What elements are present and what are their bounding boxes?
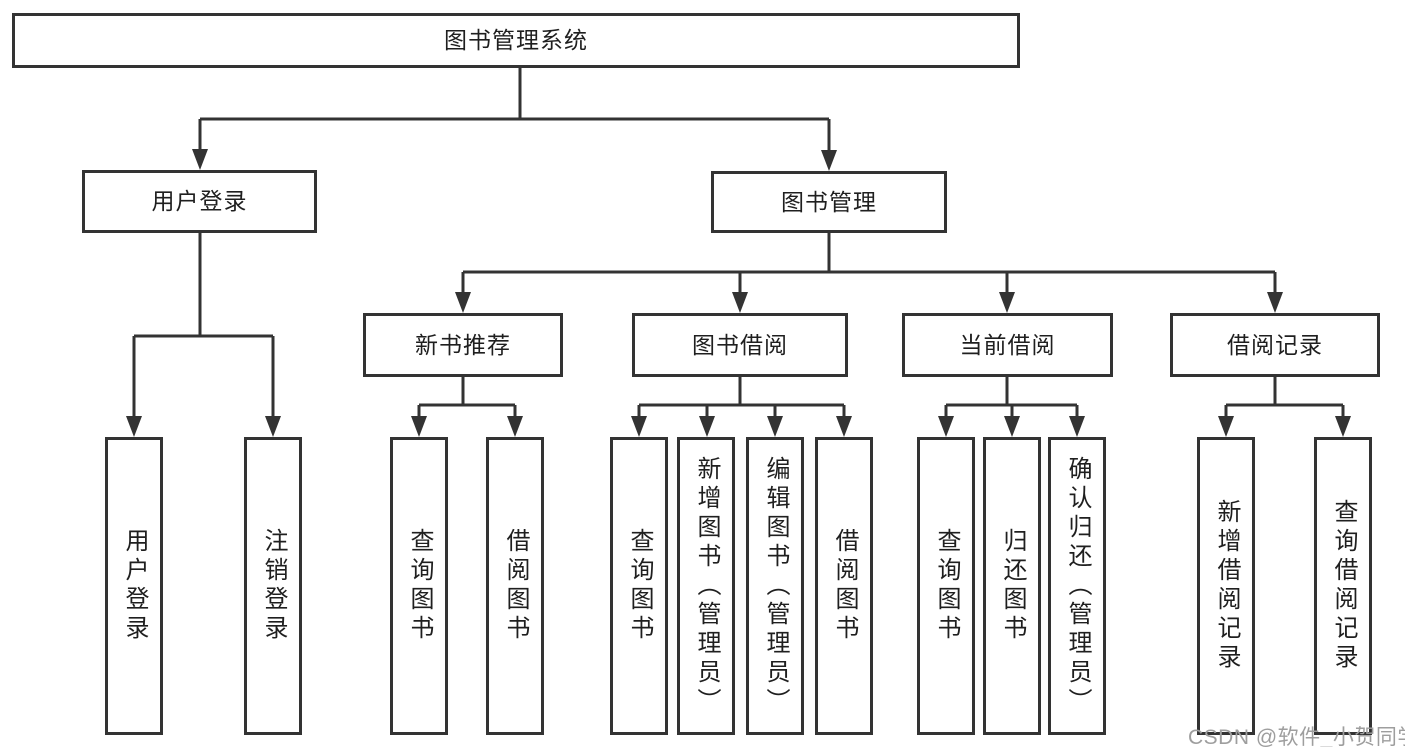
- node-label: 确认归还（管理员）: [1064, 455, 1091, 717]
- node-label: 借阅图书: [831, 528, 858, 644]
- leaf-records-add-record: 新增借阅记录: [1197, 437, 1255, 735]
- node-label: 归还图书: [999, 528, 1026, 644]
- connector-paths: [132, 68, 1345, 422]
- leaf-recommend-query-books: 查询图书: [390, 437, 448, 735]
- node-root: 图书管理系统: [12, 13, 1020, 68]
- leaf-borrow-borrow-books: 借阅图书: [815, 437, 873, 735]
- leaf-current-query-books: 查询图书: [917, 437, 975, 735]
- node-label: 查询图书: [626, 528, 653, 644]
- arrowheads: [126, 149, 1351, 437]
- node-user-login: 用户登录: [82, 170, 317, 233]
- node-label: 新增借阅记录: [1213, 499, 1240, 673]
- node-label: 查询图书: [933, 528, 960, 644]
- node-label: 当前借阅: [959, 331, 1056, 358]
- leaf-recommend-borrow-books: 借阅图书: [486, 437, 544, 735]
- node-label: 查询借阅记录: [1330, 499, 1357, 673]
- leaf-borrow-add-books-admin: 新增图书（管理员）: [677, 437, 735, 735]
- node-label: 新增图书（管理员）: [693, 455, 720, 717]
- node-label: 查询图书: [406, 528, 433, 644]
- leaf-current-confirm-return-admin: 确认归还（管理员）: [1048, 437, 1106, 735]
- leaf-borrow-edit-books-admin: 编辑图书（管理员）: [746, 437, 804, 735]
- leaf-records-query-record: 查询借阅记录: [1314, 437, 1372, 735]
- node-label: 新书推荐: [415, 331, 511, 358]
- node-current-borrow: 当前借阅: [902, 313, 1113, 377]
- node-label: 用户登录: [121, 528, 148, 644]
- node-label: 用户登录: [151, 188, 248, 214]
- node-book-management: 图书管理: [711, 171, 947, 233]
- node-borrow-records: 借阅记录: [1170, 313, 1380, 377]
- leaf-user-login: 用户登录: [105, 437, 163, 735]
- leaf-borrow-query-books: 查询图书: [610, 437, 668, 735]
- csdn-watermark: CSDN @软件_小贺同学: [1188, 726, 1405, 747]
- leaf-current-return-books: 归还图书: [983, 437, 1041, 735]
- node-label: 注销登录: [260, 528, 287, 644]
- node-label: 图书借阅: [692, 331, 788, 358]
- node-label: 借阅图书: [502, 528, 529, 644]
- node-label: 图书管理: [781, 188, 877, 215]
- leaf-logout: 注销登录: [244, 437, 302, 735]
- node-label: 图书管理系统: [444, 27, 588, 53]
- node-new-book-recommend: 新书推荐: [363, 313, 563, 377]
- node-label: 借阅记录: [1227, 331, 1323, 358]
- node-book-borrow: 图书借阅: [632, 313, 848, 377]
- node-label: 编辑图书（管理员）: [762, 455, 789, 717]
